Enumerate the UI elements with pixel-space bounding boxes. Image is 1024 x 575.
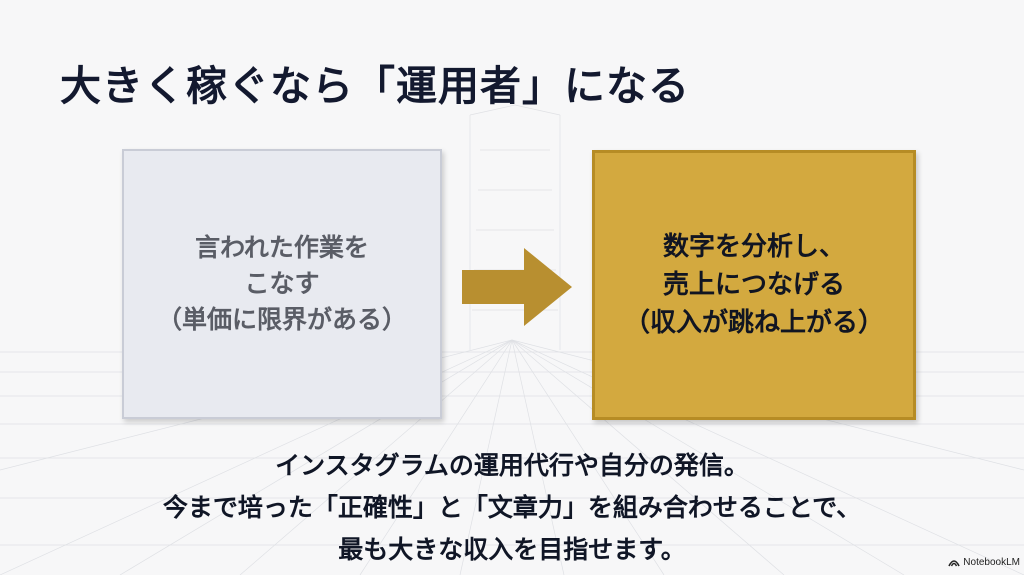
notebooklm-logo-icon <box>948 560 961 567</box>
page-title: 大きく稼ぐなら「運用者」になる <box>60 62 690 110</box>
operator-role-text: 数字を分析し、 売上につなげる （収入が跳ね上がる） <box>623 232 884 338</box>
notebooklm-watermark: NotebookLM <box>948 557 1020 568</box>
current-role-card: 言われた作業を こなす （単価に限界がある） <box>122 149 442 419</box>
watermark-label: NotebookLM <box>963 557 1020 568</box>
current-role-text: 言われた作業を こなす （単価に限界がある） <box>156 233 407 334</box>
summary-text: インスタグラムの運用代行や自分の発信。 今まで培った「正確性」と「文章力」を組み… <box>162 451 862 564</box>
operator-role-card: 数字を分析し、 売上につなげる （収入が跳ね上がる） <box>592 150 916 420</box>
right-arrow-icon <box>462 248 572 326</box>
